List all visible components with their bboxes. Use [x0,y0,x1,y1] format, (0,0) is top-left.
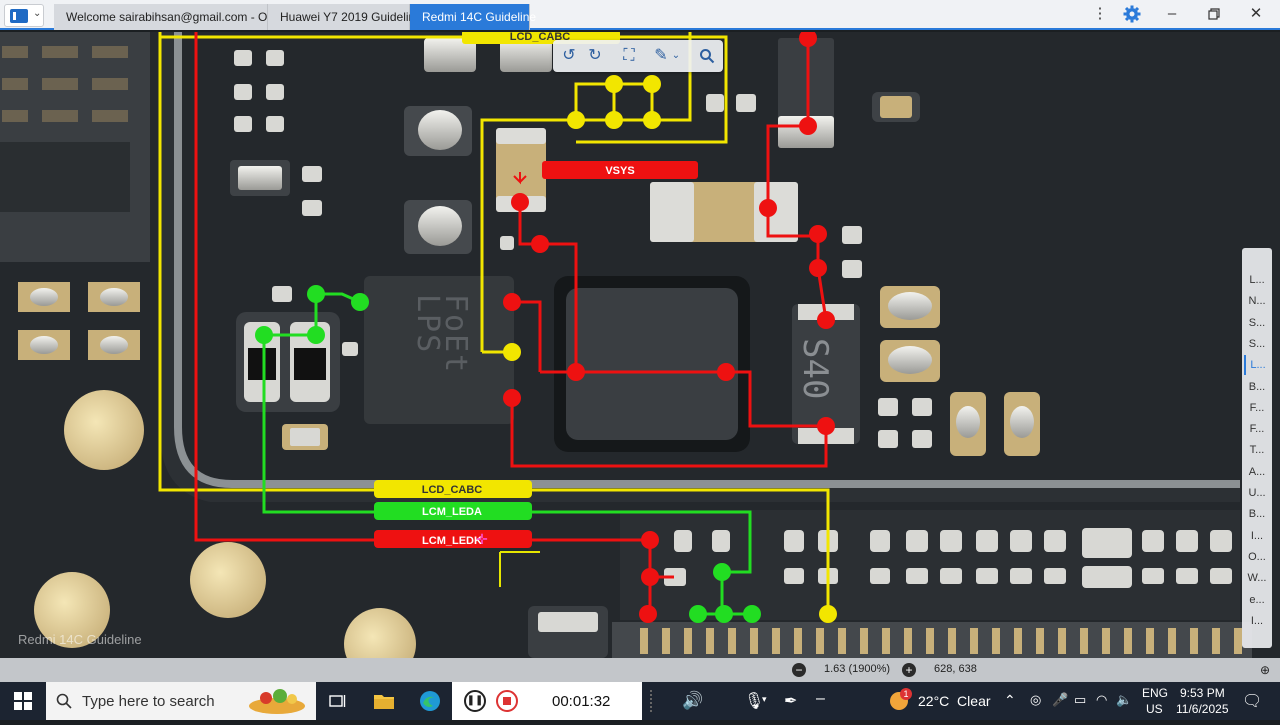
cursor-coords: 628, 638 [934,663,977,675]
net-list-item[interactable]: I... [1250,614,1264,627]
tab-bar: ⌄ Welcome sairabihsan@gmail.com - Orion … [0,0,1280,30]
net-list-item[interactable]: L... [1244,355,1270,376]
region-code[interactable]: US [1146,702,1163,716]
battery-icon[interactable]: ▭ [1074,692,1087,707]
chevron-down-icon: ⌄ [33,8,42,19]
weather-badge: 1 [900,688,912,700]
taskbar-search-input[interactable]: Type here to search [46,682,316,720]
stop-icon[interactable] [496,690,518,712]
restore-icon[interactable] [1200,3,1228,25]
search-icon [56,693,72,709]
inductor-marking: S40 [795,338,835,399]
net-list-item[interactable]: F... [1249,401,1265,414]
label-lcm-ledk[interactable]: LCM_LEDK [422,535,482,547]
chip-marking-1: LPS [410,294,445,354]
drag-handle[interactable] [650,690,658,712]
net-list-item[interactable]: I... [1250,529,1264,542]
search-placeholder: Type here to search [82,693,215,710]
rotate-left-icon[interactable]: ↺ [562,47,576,64]
volume-icon[interactable]: 🔊 [682,691,704,710]
microphone-icon[interactable]: 🎤 [1052,692,1069,707]
pause-icon[interactable]: ❚❚ [464,690,486,712]
chevron-down-icon[interactable]: ▾ [762,694,767,704]
start-button[interactable] [0,682,46,720]
tab-redmi-14c[interactable]: Redmi 14C Guideline [410,4,536,30]
search-icon[interactable] [695,44,719,68]
minimize-icon[interactable]: – [1167,5,1177,22]
food-bowl-icon [249,689,305,714]
sidebar-toggle-icon [10,9,28,23]
globe-icon[interactable]: ⊕ [1259,663,1271,677]
mic-muted-icon[interactable]: 🎙 [744,693,765,710]
task-view-icon[interactable] [316,682,360,720]
net-list-item[interactable]: S... [1248,337,1266,350]
board-viewer[interactable]: LPS FoEt S40 [0,32,1280,658]
wifi-icon[interactable]: ◠ [1096,692,1108,707]
weather-text[interactable]: 22°C Clear [918,693,991,709]
label-vsys[interactable]: VSYS [605,165,634,177]
edge-browser-icon[interactable] [408,682,452,720]
recording-time: 00:01:32 [552,693,611,710]
net-list-item[interactable]: e... [1249,593,1265,606]
show-hidden-icons-icon[interactable]: ⌃ [1004,692,1016,708]
watermark: Redmi 14C Guideline [18,632,142,647]
speaker-icon[interactable]: 🔈 [1116,692,1133,707]
net-list-item[interactable]: O... [1248,550,1266,563]
fit-screen-icon[interactable]: ⛶ [623,47,635,64]
net-list-item[interactable]: B... [1248,380,1266,393]
rotate-right-icon[interactable]: ↻ [588,47,602,64]
camera-icon[interactable]: ◎ [1030,692,1042,707]
net-list-item[interactable]: S... [1248,316,1266,329]
screen-recorder-widget: ❚❚ 00:01:32 [452,682,642,720]
net-list-item[interactable]: L... [1249,274,1265,286]
net-list-panel: L... N... S... S... L... B... F... F... T... A...… [1242,248,1272,648]
zoom-out-icon[interactable]: − [792,663,806,677]
label-lcd-cabc-top[interactable]: LCD_CABC [510,32,571,43]
view-toolbar: ↺ ↻ ⛶ ✎ ⌄ [553,40,723,72]
zoom-level: 1.63 (1900%) [824,663,891,675]
windows-logo-icon [14,692,32,710]
crosshair-icon: ✛ [476,531,488,547]
net-list-item[interactable]: T... [1249,444,1265,457]
chip-marking-2: FoEt [438,294,473,374]
net-list-item[interactable]: N... [1248,295,1266,308]
zoom-in-icon[interactable]: + [902,663,916,677]
net-list-item[interactable]: B... [1248,508,1266,521]
tab-huawei-y7[interactable]: Huawei Y7 2019 Guideline [268,4,422,30]
close-icon[interactable]: ✕ [1249,5,1263,22]
windows-taskbar: Type here to search ❚❚ 00:01:32 🔊 🎙 ▾ ✒ … [0,682,1280,720]
tab-welcome[interactable]: Welcome sairabihsan@gmail.com - Orion [54,4,287,30]
chevron-down-icon[interactable]: ⌄ [671,50,681,61]
clock-time[interactable]: 9:53 PM [1180,686,1225,700]
net-list-item[interactable]: U... [1248,487,1266,499]
pen-icon[interactable]: ✒ [784,693,798,710]
settings-icon[interactable] [1118,3,1146,25]
minimize-icon[interactable]: – [816,690,825,707]
clock-date[interactable]: 11/6/2025 [1176,702,1229,716]
net-list-item[interactable]: A... [1248,465,1266,478]
draw-tool-icon[interactable]: ✎ [654,47,668,64]
status-bar: − 1.63 (1900%) + 628, 638 ⊕ [0,658,1280,682]
app-menu-button[interactable]: ⌄ [4,4,44,27]
pcb-board[interactable]: LPS FoEt S40 [0,32,1280,658]
notifications-icon[interactable]: 🗨 [1242,693,1263,710]
net-list-item[interactable]: F... [1249,423,1265,436]
more-options-icon[interactable]: ⋮ [1092,5,1108,22]
label-lcm-leda[interactable]: LCM_LEDA [422,506,482,518]
file-explorer-icon[interactable] [362,682,406,720]
language-code[interactable]: ENG [1142,686,1169,700]
net-list-item[interactable]: W... [1247,572,1267,585]
label-lcd-cabc[interactable]: LCD_CABC [422,484,483,496]
